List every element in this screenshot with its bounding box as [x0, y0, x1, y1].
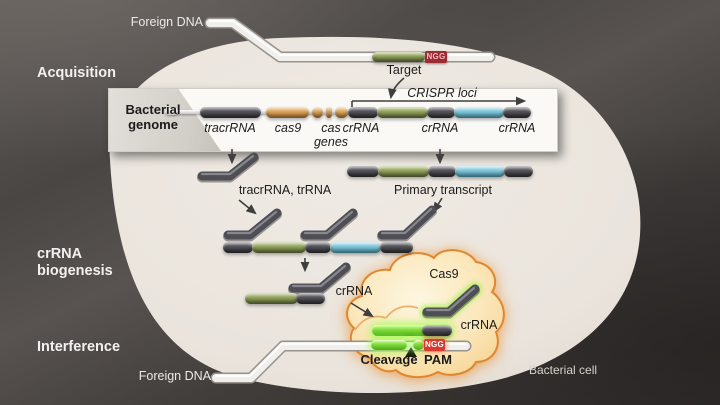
transcript-spacer-1: [378, 166, 429, 177]
gene-label-crRNA-1: crRNA: [342, 121, 380, 135]
crispr-loci-bracket-arrow: [351, 96, 527, 107]
target-label: Target: [386, 63, 422, 77]
genome-box-title-2: genome: [128, 117, 178, 132]
cas9-blob-inner-lobes: [354, 305, 419, 331]
crRNA-label: crRNA: [335, 284, 373, 298]
cleavage-pointer-icon: [405, 347, 417, 357]
crispr-repeat-3: [503, 107, 531, 118]
tracrRNA-tube-hybrid-1: [223, 208, 282, 242]
genome-box-title-1: Bacterial: [125, 102, 181, 117]
gene-segment-cas-2: [326, 107, 332, 118]
hybrid-repeat-2: [305, 242, 331, 253]
hybrid-repeat-1: [223, 242, 253, 253]
crispr-spacer-2: [454, 107, 504, 118]
transcript-repeat-3: [504, 166, 533, 177]
cas9-crRNA-label: crRNA: [460, 318, 498, 332]
target-pair-left: [371, 340, 407, 350]
gene-segment-cas-1: [312, 107, 323, 118]
hybrid-repeat-3: [380, 242, 413, 253]
transcript-repeat-2: [428, 166, 456, 177]
target-segment: [372, 52, 425, 62]
gene-segment-tracrRNA: [200, 107, 261, 118]
tracrRNA-tube-hybrid-2: [300, 208, 358, 242]
tracr-trRNA-label: tracrRNA, trRNA: [238, 183, 332, 197]
stage-label-acquisition: Acquisition: [37, 65, 116, 81]
genome-left-cap: [165, 108, 178, 115]
arrow-tracr-to-hybrid: [238, 199, 257, 215]
target-pair-right: [413, 340, 424, 350]
stage-label-biogenesis-2: biogenesis: [37, 263, 113, 279]
pam-ngg-top: NGG: [425, 51, 447, 63]
gene-label-genes: genes: [313, 135, 349, 149]
foreign-dna-top-label: Foreign DNA: [130, 15, 203, 29]
stage-label-interference: Interference: [37, 339, 121, 355]
tracrRNA-tube-crRNA: [288, 262, 351, 295]
tracrRNA-tube-hybrid-3: [377, 205, 437, 242]
crispr-repeat-2: [427, 107, 455, 118]
crispr-loci-label: CRISPR loci: [407, 86, 477, 100]
hybrid-spacer-1: [252, 242, 306, 253]
foreign-dna-bottom-label: Foreign DNA: [138, 369, 211, 383]
tracrRNA-tube-row1: [197, 152, 259, 183]
crispr-spacer-1: [377, 107, 428, 118]
transcript-spacer-2: [455, 166, 505, 177]
pam-label: PAM: [424, 352, 452, 367]
bacterial-genome-box: [108, 88, 558, 152]
hybrid-spacer-2: [330, 242, 381, 253]
stage-label-biogenesis-1: crRNA: [37, 246, 83, 262]
transcript-repeat-1: [347, 166, 379, 177]
gene-label-crRNA-3: crRNA: [498, 121, 536, 135]
tracrRNA-bent-tubes: [197, 152, 482, 319]
target-arrow: [387, 77, 405, 100]
gene-label-cas9: cas9: [274, 121, 302, 135]
crRNA-spacer: [245, 293, 298, 304]
gene-label-crRNA-2: crRNA: [421, 121, 459, 135]
cleavage-label: Cleavage: [360, 352, 418, 367]
gene-segment-cas9: [266, 107, 309, 118]
cas9-label: Cas9: [429, 267, 459, 281]
pam-ngg-bottom: NGG: [424, 339, 445, 351]
arrow-crRNA-to-cas9: [350, 302, 374, 318]
cas9-crRNA-repeat: [422, 325, 452, 336]
bacterial-cell-label: Bacterial cell: [529, 363, 598, 377]
gene-segment-cas-3: [335, 107, 348, 118]
gene-label-tracrRNA: tracrRNA: [204, 121, 256, 135]
cas9-crRNA-guide: [372, 325, 452, 336]
tracrRNA-tube-in-cas9: [420, 282, 482, 319]
foreign-dna-top-strand: [204, 17, 496, 63]
primary-transcript-label: Primary transcript: [394, 183, 492, 197]
crispr-repeat-1: [348, 107, 378, 118]
crRNA-repeat: [296, 293, 325, 304]
gene-label-cas: cas: [321, 121, 341, 135]
